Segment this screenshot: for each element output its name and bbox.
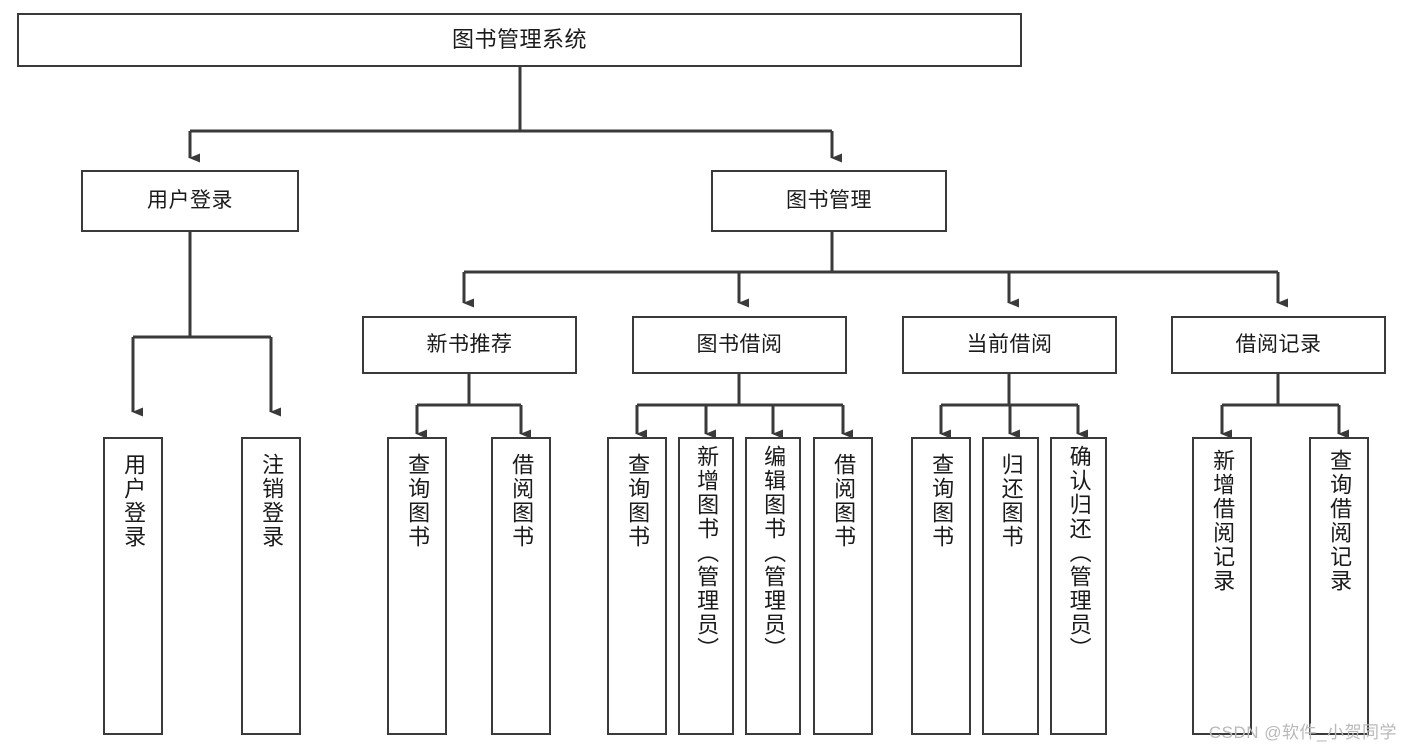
node-borrow-record[interactable]: 借阅记录 [1171,316,1386,374]
node-leaf-query-record-label: 查询借阅记录 [1327,449,1353,593]
node-new-book-recommend[interactable]: 新书推荐 [362,316,577,374]
node-leaf-query-book-2[interactable]: 查询图书 [607,437,667,735]
node-user-login[interactable]: 用户登录 [81,170,299,232]
node-book-borrow[interactable]: 图书借阅 [632,316,847,374]
node-leaf-confirm-return-label: 确认归还（管理员） [1066,445,1092,661]
node-leaf-borrow-book-1-label: 借阅图书 [509,453,535,549]
node-leaf-add-record-label: 新增借阅记录 [1210,449,1236,593]
node-new-book-recommend-label: 新书推荐 [426,332,513,356]
node-leaf-query-book-2-label: 查询图书 [625,453,651,549]
node-current-borrow[interactable]: 当前借阅 [902,316,1117,374]
node-leaf-borrow-book-1[interactable]: 借阅图书 [491,437,551,735]
node-leaf-confirm-return[interactable]: 确认归还（管理员） [1050,437,1107,735]
watermark-text: CSDN @软件_小贺同学 [1208,723,1397,742]
node-book-borrow-label: 图书借阅 [696,332,783,356]
node-leaf-logout-login[interactable]: 注销登录 [241,437,301,735]
node-leaf-logout-login-label: 注销登录 [259,453,285,549]
node-current-borrow-label: 当前借阅 [966,332,1053,356]
node-leaf-return-book[interactable]: 归还图书 [982,437,1039,735]
node-leaf-query-book-1-label: 查询图书 [405,453,431,549]
node-leaf-add-book[interactable]: 新增图书（管理员） [678,437,734,735]
node-leaf-edit-book-label: 编辑图书（管理员） [761,445,787,661]
node-leaf-query-book-1[interactable]: 查询图书 [387,437,447,735]
node-leaf-query-book-3[interactable]: 查询图书 [911,437,971,735]
node-borrow-record-label: 借阅记录 [1235,332,1322,356]
node-leaf-add-book-label: 新增图书（管理员） [694,445,720,661]
node-root-label: 图书管理系统 [451,27,587,53]
node-leaf-add-record[interactable]: 新增借阅记录 [1192,437,1252,735]
node-leaf-query-record[interactable]: 查询借阅记录 [1309,437,1369,735]
node-leaf-user-login[interactable]: 用户登录 [103,437,163,735]
node-root-system[interactable]: 图书管理系统 [17,13,1022,67]
node-book-manage-label: 图书管理 [786,188,872,212]
node-leaf-query-book-3-label: 查询图书 [929,453,955,549]
node-leaf-borrow-book-2[interactable]: 借阅图书 [813,437,873,735]
node-book-manage[interactable]: 图书管理 [711,170,947,232]
node-user-login-label: 用户登录 [147,188,233,212]
node-leaf-user-login-label: 用户登录 [121,453,147,549]
node-leaf-borrow-book-2-label: 借阅图书 [831,453,857,549]
node-leaf-edit-book[interactable]: 编辑图书（管理员） [745,437,801,735]
node-leaf-return-book-label: 归还图书 [998,453,1024,549]
